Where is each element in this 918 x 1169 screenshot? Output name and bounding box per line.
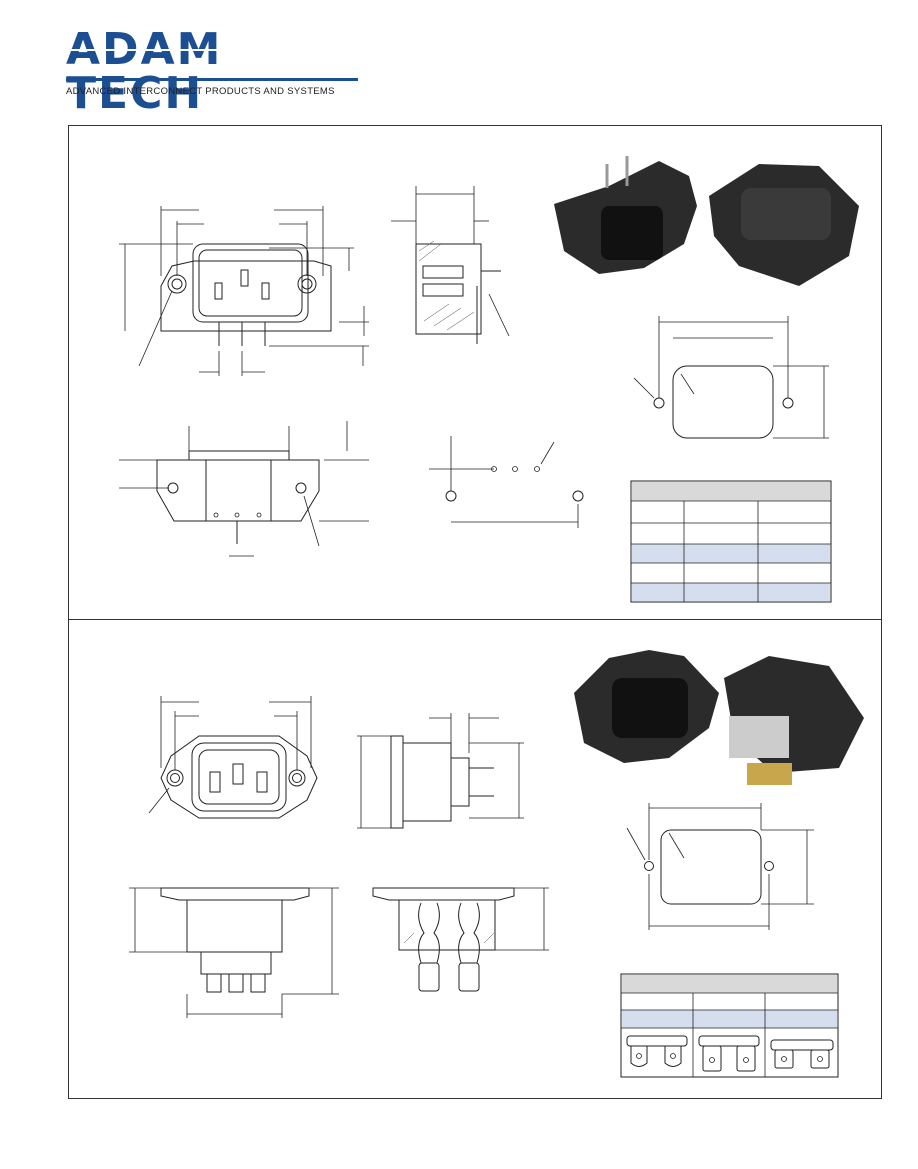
outlet-drawings: [129, 650, 864, 1078]
inlet-drawings: [119, 156, 859, 603]
outlet-side-view: [357, 713, 524, 829]
logo-underline: [66, 78, 358, 81]
outlet-terminal-table: [620, 973, 839, 1078]
inlet-pcb-layout: [429, 436, 584, 528]
inlet-front-view: [119, 206, 369, 376]
inlet-panel: [68, 125, 882, 620]
inlet-section-view: [391, 186, 510, 344]
outlet-photos: [574, 650, 864, 785]
solder-lug-terminal-icon: [626, 1035, 688, 1067]
outlet-panel-cutout: [626, 803, 814, 930]
pcb-tab-terminal-icon: [770, 1039, 834, 1069]
inlet-photos: [554, 156, 859, 286]
brand-tagline: ADVANCED INTERCONNECT PRODUCTS AND SYSTE…: [66, 86, 335, 97]
outlet-panel: [68, 618, 882, 1099]
brand-logo: ADAM TECH: [66, 28, 366, 116]
outlet-bottom-view: [129, 887, 339, 1018]
brand-name: ADAM TECH: [66, 24, 223, 119]
quick-connect-terminal-icon: [698, 1035, 760, 1072]
outlet-section-view: [372, 887, 549, 992]
inlet-spec-table: [630, 480, 832, 603]
outlet-front-view: [148, 696, 318, 819]
inlet-panel-cutout: [633, 316, 829, 439]
inlet-bottom-view: [119, 421, 369, 557]
